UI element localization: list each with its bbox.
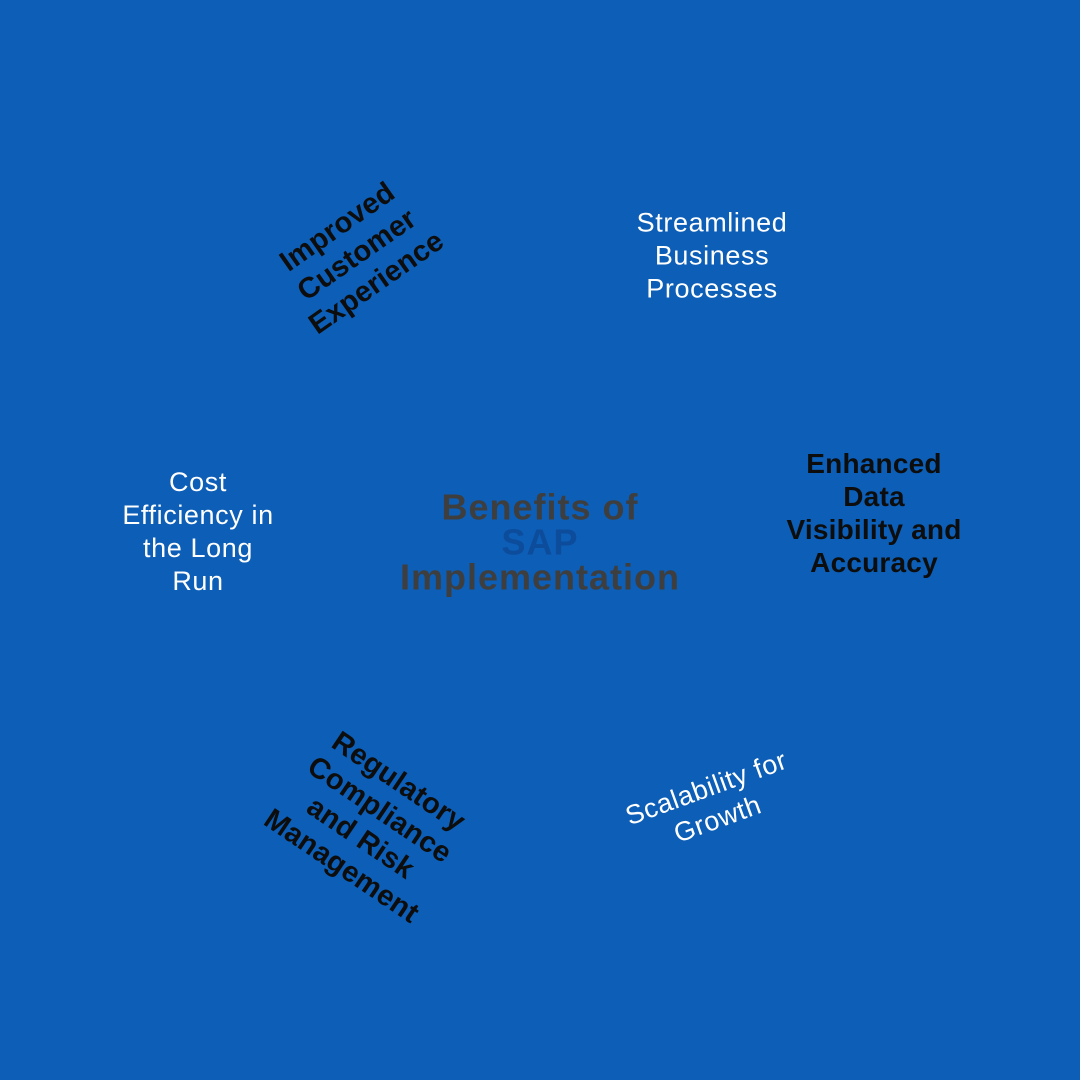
benefit-scalability-for-growth: Scalability for Growth	[621, 744, 803, 864]
benefit-line: Accuracy	[810, 547, 938, 578]
benefit-line: Data	[843, 481, 905, 512]
benefit-line: the Long	[143, 533, 253, 563]
benefit-line: Enhanced	[806, 448, 942, 479]
benefit-line: Efficiency in	[122, 500, 274, 530]
title-line-sap: SAP	[501, 521, 579, 563]
benefit-line: Run	[172, 566, 224, 596]
benefit-line: Business	[654, 240, 770, 271]
benefit-regulatory-compliance-risk-management: Regulatory Compliance and Risk Managemen…	[258, 718, 483, 931]
benefit-streamlined-business-processes: Streamlined Business Processes	[637, 207, 788, 306]
benefit-cost-efficiency-long-run: Cost Efficiency in the Long Run	[122, 466, 273, 598]
benefit-line: Processes	[646, 273, 778, 304]
title-line-implementation: Implementation	[399, 556, 681, 598]
title-line-benefits-of: Benefits of	[441, 486, 639, 528]
benefit-enhanced-data-visibility-accuracy: Enhanced Data Visibility and Accuracy	[787, 447, 962, 579]
main-title: Benefits of SAP Implementation	[399, 486, 681, 598]
benefit-improved-customer-experience: Improved Customer Experience	[264, 168, 451, 341]
benefit-line: Cost	[169, 467, 227, 497]
benefit-line: Visibility and	[786, 514, 962, 545]
benefit-line: Streamlined	[636, 207, 788, 238]
